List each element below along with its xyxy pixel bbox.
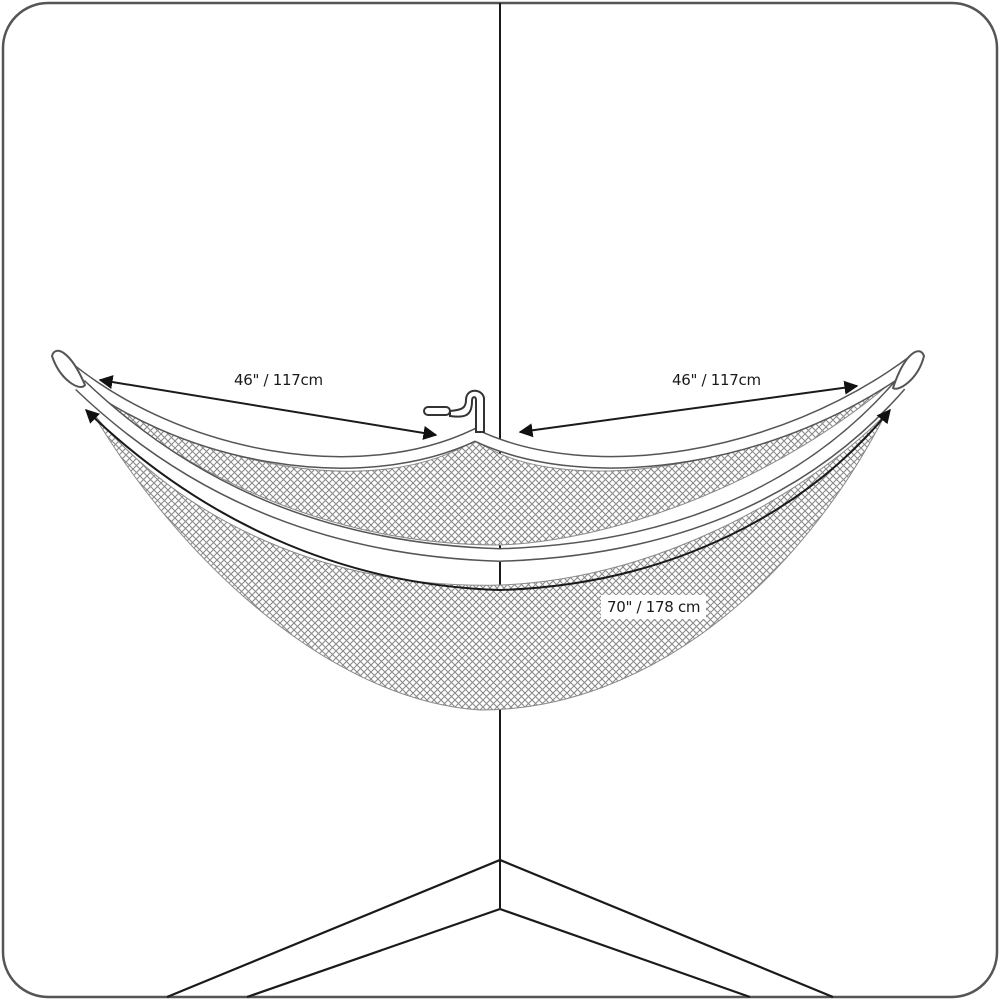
right-side-dimension-line [518,380,859,438]
front-edge-dimension-label: 70" / 178 cm [601,595,707,619]
front-edge-dimension-line [84,408,891,592]
left-hanging-loop [50,349,87,388]
hammock-mesh [91,411,886,711]
left-side-dimension-label: 46" / 117cm [234,371,323,389]
right-hanging-loop [891,350,926,390]
left-side-dimension-line [98,375,438,440]
floor-baseboard [166,858,834,999]
wall-hook-icon [423,389,485,433]
right-side-dimension-label: 46" / 117cm [672,371,761,389]
